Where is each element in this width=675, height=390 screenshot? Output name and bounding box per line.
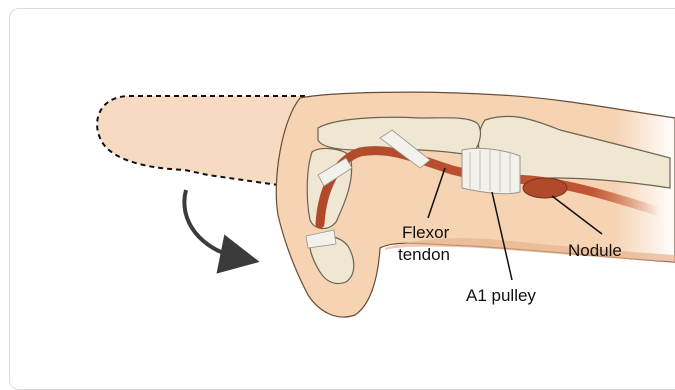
straight-finger-outline [97, 96, 305, 186]
label-flexor: Flexor [402, 223, 450, 242]
trigger-finger-illustration: Flexor tendon A1 pulley Nodule [0, 0, 675, 370]
label-a1-pulley: A1 pulley [466, 286, 536, 305]
label-tendon: tendon [398, 245, 450, 264]
label-nodule: Nodule [568, 241, 622, 260]
flexion-arrow [184, 190, 240, 258]
a1-pulley [462, 148, 520, 193]
nodule [523, 178, 567, 198]
